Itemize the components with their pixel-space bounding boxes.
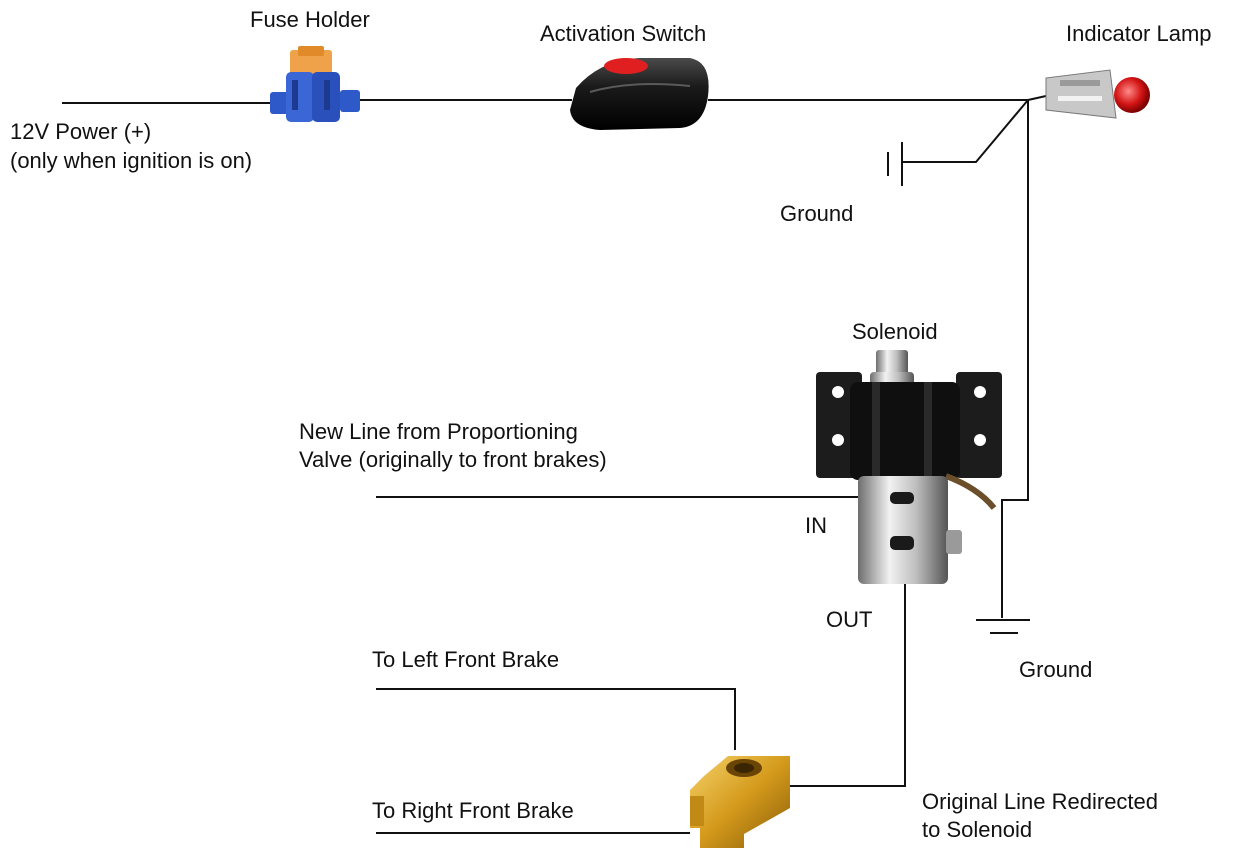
solenoid-power-wire	[1001, 100, 1029, 618]
indicator-lamp-icon	[1045, 69, 1150, 119]
right-brake-label: To Right Front Brake	[372, 798, 574, 823]
original-line-label-line1: Original Line Redirected	[922, 789, 1159, 814]
fuse-holder-icon	[270, 46, 360, 122]
wires	[62, 95, 1047, 834]
indicator-lamp-label: Indicator Lamp	[1066, 21, 1212, 46]
power-label-line1: 12V Power (+)	[10, 119, 152, 144]
ground-symbol-icon	[887, 142, 903, 186]
power-label-line2: (only when ignition is on)	[10, 148, 253, 173]
solenoid-label: Solenoid	[852, 319, 938, 344]
new-line-label-line2: Valve (originally to front brakes)	[299, 447, 607, 472]
lamp-ground-wire	[902, 99, 1029, 163]
in-port-label: IN	[805, 513, 827, 538]
left-brake-label: To Left Front Brake	[372, 647, 560, 672]
solenoid-valve-icon	[816, 350, 1002, 584]
fuse-holder-label: Fuse Holder	[250, 7, 370, 32]
activation-switch-icon	[570, 58, 709, 130]
original-line-label-line2: to Solenoid	[922, 817, 1033, 842]
brass-tee-fitting-icon	[690, 756, 790, 848]
junction-to-lamp-wire	[1027, 95, 1047, 101]
out-port-label: OUT	[826, 607, 873, 632]
ground-label-top: Ground	[780, 201, 854, 226]
ground-label-bottom: Ground	[1019, 657, 1093, 682]
ground-symbol-icon	[976, 619, 1030, 634]
left-brake-line	[376, 688, 736, 750]
new-line-label-line1: New Line from Proportioning	[299, 419, 578, 444]
solenoid-out-line	[790, 582, 906, 787]
activation-switch-label: Activation Switch	[540, 21, 707, 46]
